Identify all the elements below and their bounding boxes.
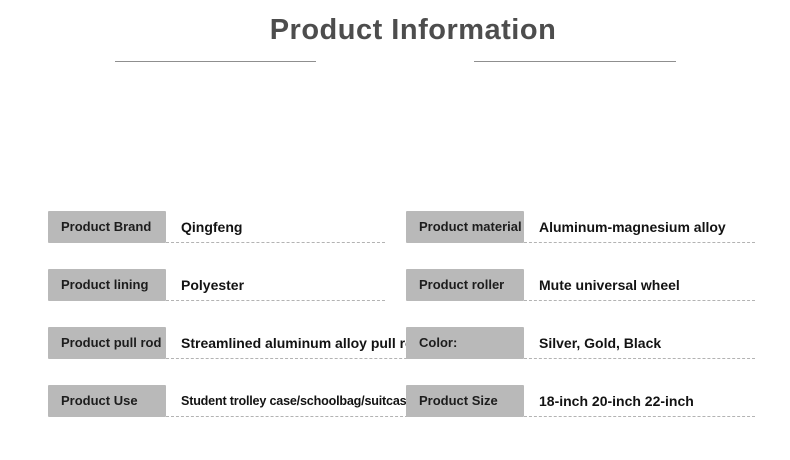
spec-label: Product material: [406, 211, 524, 243]
spec-value: Polyester: [166, 269, 385, 301]
spec-label: Product pull rod: [48, 327, 166, 359]
spec-value: Streamlined aluminum alloy pull rod: [166, 327, 423, 359]
spec-row-product-roller: Product roller Mute universal wheel: [406, 269, 755, 301]
spec-value: Qingfeng: [166, 211, 385, 243]
title-underline-right: [474, 61, 676, 62]
spec-value: Student trolley case/schoolbag/suitcase: [166, 385, 413, 417]
spec-row-product-pull-rod: Product pull rod Streamlined aluminum al…: [48, 327, 423, 359]
spec-label: Color:: [406, 327, 524, 359]
spec-row-product-size: Product Size 18-inch 20-inch 22-inch: [406, 385, 755, 417]
spec-table: Product Brand Qingfeng Product material …: [48, 211, 755, 417]
page-title: Product Information: [269, 14, 557, 46]
spec-row-product-lining: Product lining Polyester: [48, 269, 385, 301]
spec-value: Mute universal wheel: [524, 269, 755, 301]
spec-label: Product Use: [48, 385, 166, 417]
spec-label: Product Size: [406, 385, 524, 417]
spec-label: Product Brand: [48, 211, 166, 243]
spec-label: Product roller: [406, 269, 524, 301]
spec-row-color: Color: Silver, Gold, Black: [406, 327, 755, 359]
spec-row-product-use: Product Use Student trolley case/schoolb…: [48, 385, 413, 417]
spec-value: Aluminum-magnesium alloy: [524, 211, 755, 243]
spec-label: Product lining: [48, 269, 166, 301]
spec-row-product-material: Product material Aluminum-magnesium allo…: [406, 211, 755, 243]
spec-value: Silver, Gold, Black: [524, 327, 755, 359]
title-underline-left: [115, 61, 316, 62]
spec-value: 18-inch 20-inch 22-inch: [524, 385, 755, 417]
spec-row-product-brand: Product Brand Qingfeng: [48, 211, 385, 243]
